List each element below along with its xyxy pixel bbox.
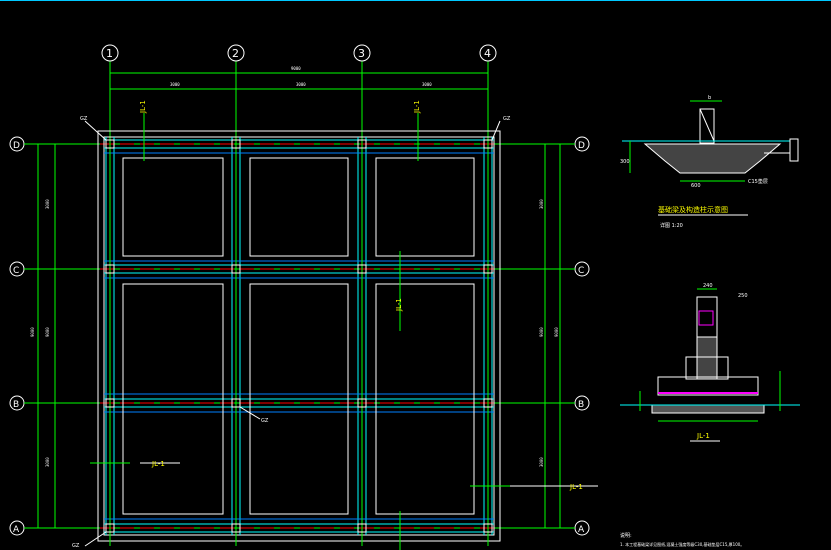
jl1-section-label: JL-1: [696, 432, 710, 440]
right-dim-total: 9000: [554, 327, 559, 337]
axis-bubble-4: [479, 44, 497, 62]
detail-title: 基础梁及构造柱示意图: [658, 205, 728, 214]
left-dim-total: 9000: [30, 327, 35, 337]
notes-line-1: 1. 本工程基础梁详见图纸,混凝土强度等级C30,基础垫层C15,厚100。: [620, 541, 744, 547]
notes-title: 说明:: [620, 532, 632, 539]
jl1-label-bottom-right: JL-1: [569, 483, 583, 491]
right-dim-3: 3000: [539, 457, 544, 467]
dim-total-width: 9000: [291, 66, 301, 71]
jl1-label-mid: JL-1: [395, 298, 403, 312]
jl1-dim-250: 250: [738, 293, 748, 299]
jl1-dim-240: 240: [703, 283, 713, 289]
gz-label-2: GZ: [503, 116, 511, 122]
gz-label-3: GZ: [261, 418, 269, 424]
right-dim-2: 9000: [539, 327, 544, 337]
top-dimension-chain: [109, 65, 489, 139]
detail-dim-b: b: [708, 95, 711, 101]
section-markers: [90, 113, 598, 550]
right-dimension-chain: [544, 144, 561, 528]
axis-label-D-left: D: [13, 141, 20, 151]
axis-label-B-right: B: [578, 400, 584, 410]
axis-label-A-right: A: [578, 525, 585, 535]
foundation-beams: [104, 137, 494, 535]
gz-label-1: GZ: [80, 116, 88, 122]
column-axis-lines: [109, 139, 489, 546]
detail-foundation-section: 600 300 b C15垫层: [620, 95, 799, 189]
left-dimension-chain: [37, 144, 56, 528]
jl1-label-bottom-left: JL-1: [151, 460, 165, 468]
interior-outlines: [122, 157, 475, 515]
detail-c15: C15垫层: [748, 178, 768, 185]
column-axis-bubbles: [101, 44, 497, 65]
axis-bubble-2: [227, 44, 245, 62]
detail-subtitle: 详图 1:20: [660, 222, 683, 229]
left-dim-3: 3000: [45, 457, 50, 467]
jl1-label-top-right: JL-1: [413, 100, 421, 114]
axis-label-4: 4: [484, 47, 491, 60]
left-dim-1: 3000: [45, 199, 50, 209]
jl1-label-top-left: JL-1: [139, 100, 147, 114]
right-dim-1: 3000: [539, 199, 544, 209]
gz-leaders: [84, 120, 501, 547]
detail-dim-300: 300: [620, 159, 630, 165]
axis-label-D-right: D: [578, 141, 585, 151]
axis-label-A-left: A: [13, 525, 20, 535]
beam-edges: [104, 152, 494, 520]
axis-label-B-left: B: [13, 400, 19, 410]
row-axis-bubbles: [9, 136, 590, 536]
axis-label-1: 1: [106, 47, 113, 60]
centerline-dashes: [100, 143, 500, 529]
dim-bay-3: 3000: [422, 82, 432, 87]
detail-dim-600: 600: [691, 183, 701, 189]
dim-bay-2: 3000: [296, 82, 306, 87]
left-dim-2: 9000: [45, 327, 50, 337]
axis-label-2: 2: [232, 47, 239, 60]
axis-bubble-1: [101, 44, 119, 62]
axis-label-3: 3: [358, 47, 365, 60]
foundation-outline: [97, 130, 501, 542]
dim-bay-1: 3000: [170, 82, 180, 87]
gz-label-4: GZ: [72, 543, 80, 549]
axis-bubble-3: [353, 44, 371, 62]
column-nodes: [105, 139, 493, 533]
detail-jl1-section: 240 250: [620, 283, 800, 422]
axis-label-C-left: C: [13, 266, 19, 276]
axis-label-C-right: C: [578, 266, 584, 276]
